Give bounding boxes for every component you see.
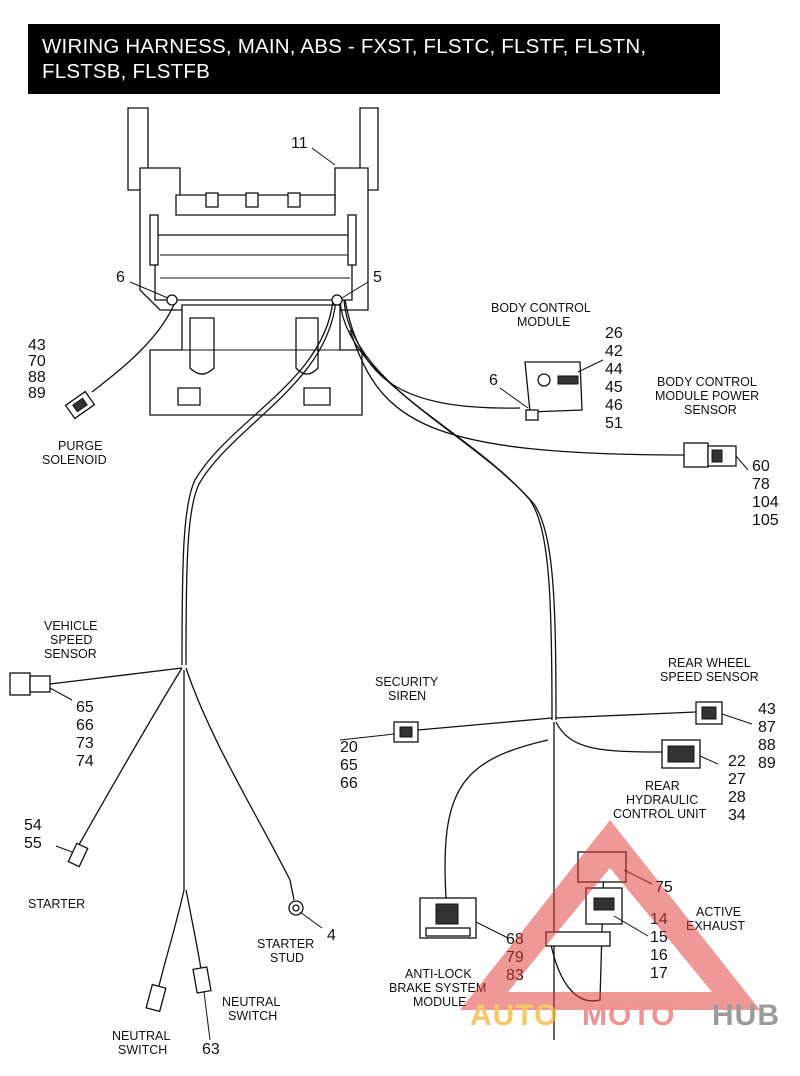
rhcu-label-1: REAR: [645, 779, 680, 793]
ground-bolt-left: [166, 294, 178, 306]
vss-label-2: SPEED: [50, 633, 92, 647]
neutral-left-label-1: NEUTRAL: [112, 1029, 170, 1043]
bcm-num-3: 44: [605, 361, 623, 378]
vss-num-1: 65: [76, 699, 94, 716]
rhcu-num-1: 22: [728, 753, 746, 770]
battery-tray-bracket: [127, 107, 379, 416]
rwss-label-2: SPEED SENSOR: [660, 670, 759, 684]
rhcu-num-3: 28: [728, 789, 746, 806]
bcm-label-2: MODULE: [517, 315, 570, 329]
bcm-power-num-3: 104: [752, 494, 779, 511]
rear-wheel-speed-sensor-connector: [695, 701, 723, 725]
bcm-power-label-1: BODY CONTROL: [657, 375, 757, 389]
starter-terminal: [67, 842, 89, 868]
diagram-title: WIRING HARNESS, MAIN, ABS - FXST, FLSTC,…: [28, 24, 720, 94]
starter-stud-label-1: STARTER: [257, 937, 314, 951]
callout-ground-left: 6: [116, 269, 125, 286]
abs-module-connector: [419, 897, 477, 939]
bcm-num-1: 26: [605, 325, 623, 342]
vehicle-speed-sensor-connector: [9, 672, 51, 696]
bcm-num-4: 45: [605, 379, 623, 396]
callout-harness: 11: [291, 135, 308, 152]
bcm-ground-num: 6: [489, 372, 498, 389]
bcm-num-6: 51: [605, 415, 623, 432]
bcm-power-sensor-connector: [683, 442, 737, 468]
callout-ground-center: 5: [373, 269, 382, 286]
vss-num-3: 73: [76, 735, 94, 752]
purge-num-3: 88: [28, 369, 46, 386]
exhaust-label-1: ACTIVE: [696, 905, 741, 919]
neutral-switch-terminal-right: [192, 966, 212, 994]
vss-label-3: SENSOR: [44, 647, 97, 661]
watermark-triangle-icon: [460, 820, 760, 1010]
exhaust-num-3: 16: [650, 947, 668, 964]
rhcu-label-2: HYDRAULIC: [626, 793, 698, 807]
bcm-label-1: BODY CONTROL: [491, 301, 591, 315]
vss-label-1: VEHICLE: [44, 619, 98, 633]
starter-num-1: 54: [24, 817, 42, 834]
purge-num-2: 70: [28, 353, 46, 370]
bcm-num-5: 46: [605, 397, 623, 414]
starter-num-2: 55: [24, 835, 42, 852]
purge-label-1: PURGE: [58, 439, 102, 453]
watermark-hub: HUB: [712, 999, 780, 1032]
neutral-right-label-1: NEUTRAL: [222, 995, 280, 1009]
title-line-2: FLSTSB, FLSTFB: [42, 60, 210, 83]
starter-label: STARTER: [28, 897, 85, 911]
rwss-num-2: 87: [758, 719, 776, 736]
body-control-module: [524, 361, 583, 421]
vss-num-2: 66: [76, 717, 94, 734]
watermark-moto: MOTO: [582, 999, 675, 1032]
bcm-num-2: 42: [605, 343, 623, 360]
siren-label-1: SECURITY: [375, 675, 439, 689]
rhcu-num-2: 27: [728, 771, 746, 788]
abs-label-2: BRAKE SYSTEM: [389, 981, 486, 995]
bcm-power-num-4: 105: [752, 512, 779, 529]
purge-num-4: 89: [28, 385, 46, 402]
rwss-label-1: REAR WHEEL: [668, 656, 751, 670]
siren-num-1: 20: [340, 739, 358, 756]
bcm-power-num-2: 78: [752, 476, 770, 493]
exhaust-label-2: EXHAUST: [686, 919, 745, 933]
components: [9, 294, 737, 1013]
purge-label-2: SOLENOID: [42, 453, 107, 467]
exhaust-num-4: 17: [650, 965, 668, 982]
harness-wires: [49, 299, 697, 1040]
vss-num-4: 74: [76, 753, 94, 770]
purge-num-1: 43: [28, 337, 46, 354]
neutral-right-label-2: SWITCH: [228, 1009, 277, 1023]
neutral-left-label-2: SWITCH: [118, 1043, 167, 1057]
rwss-num-3: 88: [758, 737, 776, 754]
siren-num-3: 66: [340, 775, 358, 792]
rear-hydraulic-connector: [661, 739, 701, 769]
rwss-num-1: 43: [758, 701, 776, 718]
bcm-power-label-3: SENSOR: [684, 403, 737, 417]
exhaust-num-2: 15: [650, 929, 668, 946]
bcm-power-label-2: MODULE POWER: [655, 389, 759, 403]
starter-stud-terminal: [288, 879, 304, 916]
watermark-logo: AUTO MOTO HUB: [460, 820, 780, 1032]
ground-bolt-center: [331, 294, 343, 306]
purge-solenoid-connector: [64, 390, 96, 420]
rhcu-num-4: 34: [728, 807, 746, 824]
abs-label-3: MODULE: [413, 995, 466, 1009]
rhcu-label-3: CONTROL UNIT: [613, 807, 707, 821]
security-siren-connector: [393, 721, 419, 743]
title-line-1: WIRING HARNESS, MAIN, ABS - FXST, FLSTC,…: [42, 35, 647, 58]
rwss-num-4: 89: [758, 755, 776, 772]
neutral-switch-terminal-left: [145, 983, 167, 1013]
watermark-auto: AUTO: [470, 999, 558, 1032]
starter-stud-label-2: STUD: [270, 951, 304, 965]
siren-label-2: SIREN: [388, 689, 426, 703]
abs-label-1: ANTI-LOCK: [405, 967, 472, 981]
labels: 11 6 5 43 70 88 89 PURGE SOLENOID BODY C…: [24, 135, 779, 1058]
siren-num-2: 65: [340, 757, 358, 774]
bcm-power-num-1: 60: [752, 458, 770, 475]
neutral-num: 63: [202, 1041, 220, 1058]
starter-stud-num: 4: [327, 927, 336, 944]
